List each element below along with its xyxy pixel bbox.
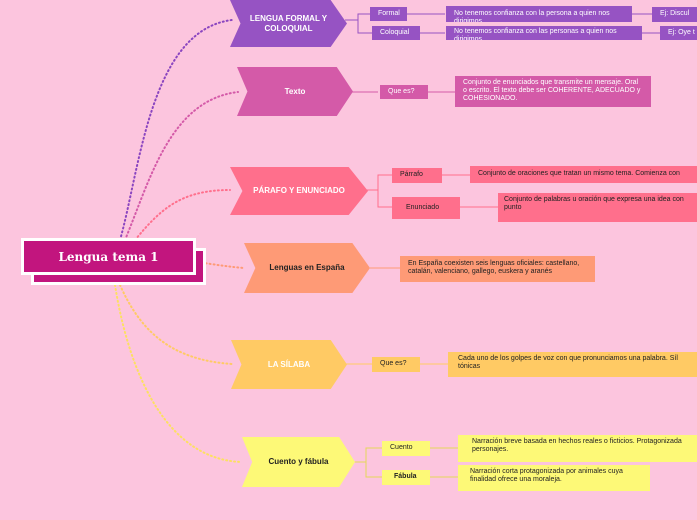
item-coloquial[interactable]: Coloquial: [372, 26, 420, 40]
root-node[interactable]: Lengua tema 1: [21, 238, 196, 275]
item-formal[interactable]: Formal: [370, 7, 407, 21]
desc-texto: Conjunto de enunciados que transmite un …: [455, 76, 651, 107]
branch-lenguas-espana[interactable]: Lenguas en España: [244, 243, 370, 293]
desc-coloquial: No tenemos confianza con las personas a …: [446, 26, 642, 40]
extra-coloquial: Ej: Oye t: [660, 26, 697, 40]
desc-silaba: Cada uno de los golpes de voz con que pr…: [448, 352, 697, 377]
item-parrafo[interactable]: Párrafo: [392, 168, 442, 183]
branch-lengua-formal-coloquial[interactable]: LENGUA FORMAL Y COLOQUIAL: [230, 0, 347, 47]
branch-la-silaba[interactable]: LA SÍLABA: [231, 340, 347, 389]
item-cuento[interactable]: Cuento: [382, 441, 430, 456]
item-fabula[interactable]: Fábula: [382, 470, 430, 485]
branch-cuento-fabula[interactable]: Cuento y fábula: [242, 437, 355, 487]
desc-enunciado: Conjunto de palabras u oración que expre…: [498, 193, 697, 222]
item-texto-que-es[interactable]: Que es?: [380, 85, 428, 99]
extra-formal: Ej: Discul: [652, 7, 697, 22]
desc-cuento: Narración breve basada en hechos reales …: [458, 435, 697, 462]
item-silaba-que-es[interactable]: Que es?: [372, 357, 420, 372]
desc-formal: No tenemos confianza con la persona a qu…: [446, 6, 632, 22]
item-enunciado[interactable]: Enunciado: [392, 197, 460, 219]
branch-parrafo-enunciado[interactable]: PÁRAFO Y ENUNCIADO: [230, 167, 368, 215]
branch-texto[interactable]: Texto: [237, 67, 353, 116]
desc-parrafo: Conjunto de oraciones que tratan un mism…: [470, 166, 697, 183]
desc-fabula: Narración corta protagonizada por animal…: [458, 465, 650, 491]
desc-lenguas-espana: En España coexisten seis lenguas oficial…: [400, 256, 595, 282]
